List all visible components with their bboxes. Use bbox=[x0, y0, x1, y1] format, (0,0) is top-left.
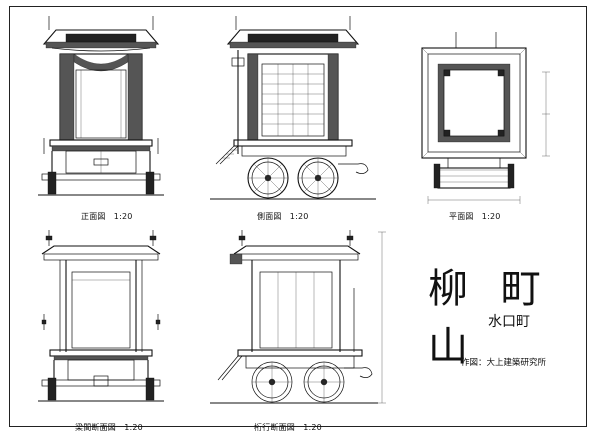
front-elevation-drawing bbox=[38, 16, 164, 196]
sheet-border bbox=[9, 6, 587, 427]
drafting-credit: 作図：大上建築研究所 bbox=[461, 358, 547, 368]
transverse-section-view bbox=[36, 228, 166, 410]
longitudinal-section-caption: 桁行断面図 1:20 bbox=[254, 423, 322, 432]
plan-caption: 平面図 1:20 bbox=[449, 212, 501, 221]
town-name: 水口町 bbox=[488, 314, 530, 330]
front-elevation-caption: 正面図 1:20 bbox=[81, 212, 133, 221]
front-wheel bbox=[297, 157, 339, 199]
transverse-section-drawing bbox=[38, 230, 164, 402]
longitudinal-section-view bbox=[208, 228, 390, 410]
section-front-wheel bbox=[303, 361, 345, 403]
front-elevation-view bbox=[36, 14, 166, 204]
transverse-section-caption: 梁間断面図 1:20 bbox=[75, 423, 143, 432]
side-elevation-drawing bbox=[210, 16, 376, 200]
plan-view bbox=[418, 32, 568, 210]
section-rear-wheel bbox=[251, 361, 293, 403]
float-name-title: 柳 町 山 bbox=[428, 266, 551, 370]
side-elevation-caption: 側面図 1:20 bbox=[257, 212, 309, 221]
side-elevation-view bbox=[208, 14, 378, 204]
plan-drawing bbox=[421, 32, 550, 204]
rear-wheel bbox=[247, 157, 289, 199]
longitudinal-section-drawing bbox=[210, 230, 386, 404]
